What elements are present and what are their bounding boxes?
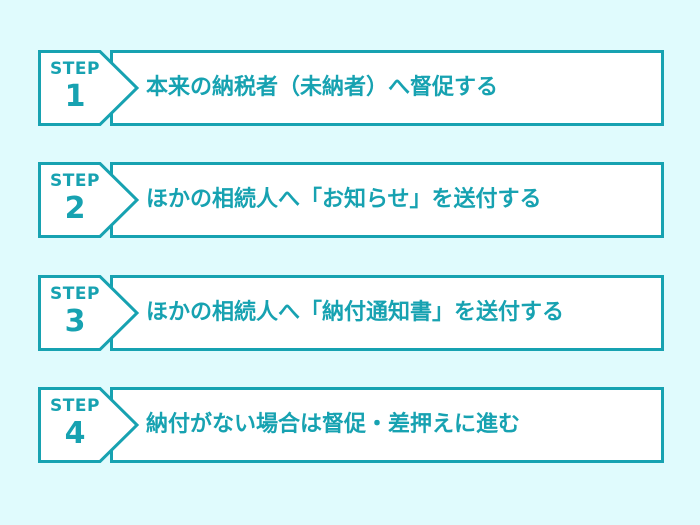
step-label: STEP (50, 171, 100, 191)
step-label: STEP (50, 284, 100, 304)
step-badge-arrow (38, 275, 140, 351)
step-row-4: STEP 4 納付がない場合は督促・差押えに進む (36, 386, 666, 464)
step-frame (38, 162, 664, 238)
step-badge-arrow (38, 387, 140, 463)
step-number: 3 (64, 304, 86, 339)
step-badge-arrow (38, 50, 140, 126)
step-frame (38, 387, 664, 463)
step-text: ほかの相続人へ「納付通知書」を送付する (146, 300, 565, 325)
step-badge-arrow (38, 162, 140, 238)
step-text: 本来の納税者（未納者）へ督促する (146, 75, 499, 100)
step-number: 2 (64, 191, 86, 226)
step-frame (38, 50, 664, 126)
step-label: STEP (50, 396, 100, 416)
step-number: 1 (64, 79, 86, 114)
step-number: 4 (64, 416, 86, 451)
step-row-2: STEP 2 ほかの相続人へ「お知らせ」を送付する (36, 161, 666, 239)
step-row-1: STEP 1 本来の納税者（未納者）へ督促する (36, 49, 666, 127)
step-text: 納付がない場合は督促・差押えに進む (146, 412, 521, 437)
step-label: STEP (50, 59, 100, 79)
step-text: ほかの相続人へ「お知らせ」を送付する (146, 187, 542, 212)
step-row-3: STEP 3 ほかの相続人へ「納付通知書」を送付する (36, 274, 666, 352)
step-frame (38, 275, 664, 351)
